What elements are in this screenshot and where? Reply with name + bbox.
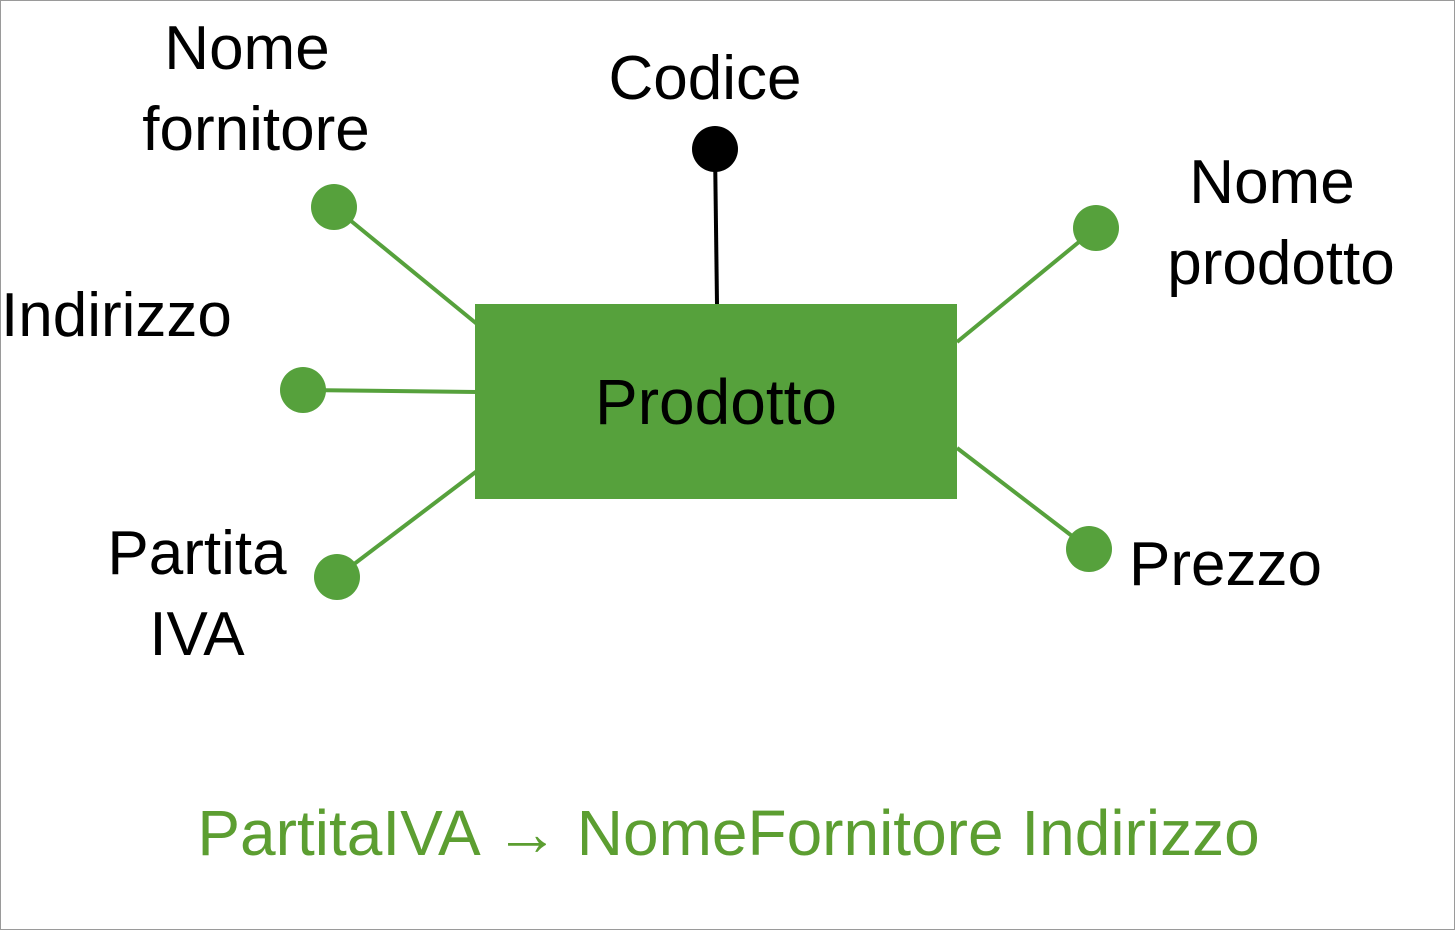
prezzo-dot bbox=[1066, 526, 1112, 572]
partita-iva-connector bbox=[335, 469, 479, 579]
nome-fornitore-connector bbox=[332, 205, 479, 326]
codice-key-dot bbox=[692, 126, 738, 172]
prezzo-text: Prezzo bbox=[1129, 530, 1322, 599]
codice-label: Codice bbox=[595, 39, 815, 120]
nome-fornitore-label: Nome fornitore bbox=[116, 9, 396, 170]
partita-iva-line2: IVA bbox=[149, 599, 245, 669]
indirizzo-label: Indirizzo bbox=[1, 276, 263, 357]
nome-prodotto-label: Nome prodotto bbox=[1141, 143, 1421, 304]
nome-prodotto-line1: Nome bbox=[1189, 148, 1355, 217]
indirizzo-text: Indirizzo bbox=[1, 281, 232, 350]
nome-prodotto-line2: prodotto bbox=[1167, 228, 1395, 298]
nome-fornitore-line1: Nome bbox=[164, 14, 330, 83]
partita-iva-line1: Partita bbox=[107, 519, 287, 588]
indirizzo-connector bbox=[302, 388, 478, 394]
entity-box bbox=[475, 304, 957, 499]
partita-iva-dot bbox=[314, 554, 360, 600]
nome-fornitore-dot bbox=[311, 184, 357, 230]
nome-prodotto-connector bbox=[955, 226, 1098, 344]
partita-iva-label: Partita IVA bbox=[86, 514, 308, 675]
codice-connector bbox=[713, 148, 719, 305]
entity-name: Prodotto bbox=[595, 365, 837, 438]
nome-prodotto-dot bbox=[1073, 205, 1119, 251]
codice-text: Codice bbox=[608, 44, 802, 113]
functional-dependency: PartitaIVA → NomeFornitore Indirizzo bbox=[197, 797, 1260, 869]
indirizzo-dot bbox=[280, 367, 326, 413]
prezzo-label: Prezzo bbox=[1129, 525, 1351, 606]
prezzo-connector bbox=[955, 446, 1091, 551]
nome-fornitore-line2: fornitore bbox=[142, 94, 370, 164]
